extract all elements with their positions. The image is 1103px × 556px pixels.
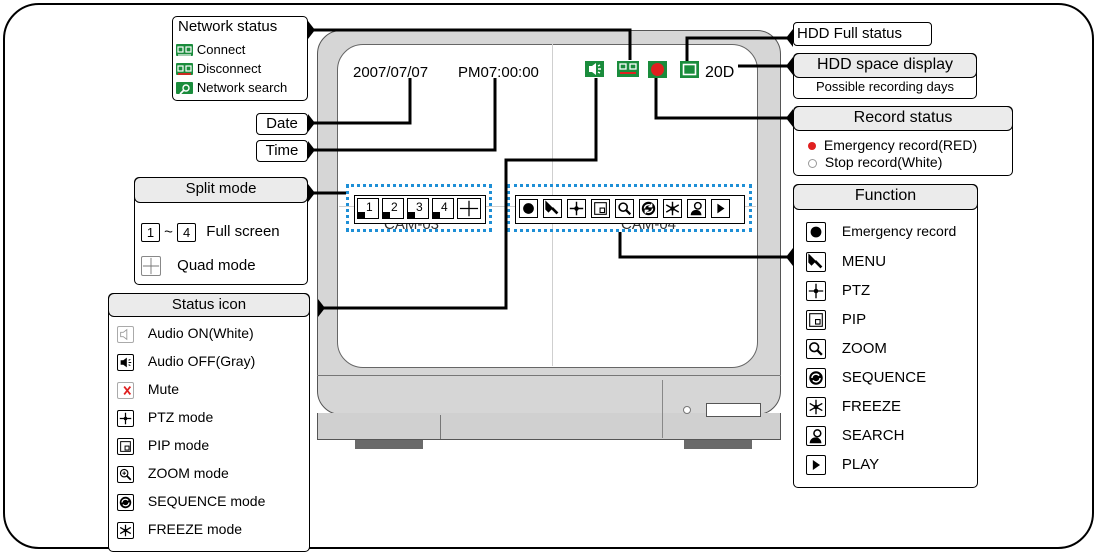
split-mode-quad-row: Quad mode [141, 256, 256, 276]
network-disconnect-icon [176, 63, 193, 75]
wrench-icon [806, 252, 826, 272]
audio-off-screen-icon [585, 61, 604, 77]
network-disconnect-screen-icon [617, 61, 639, 77]
split-button-3[interactable]: 3 [407, 198, 429, 219]
time-label: Time [256, 140, 308, 162]
function-row-pip: PIP [806, 310, 866, 330]
quad-split-button[interactable] [457, 198, 481, 219]
monitor-foot-right [684, 440, 752, 449]
ptz-function-icon [806, 281, 826, 301]
power-led [683, 406, 691, 414]
split-mode-title: Split mode [134, 177, 308, 203]
quad-mode-icon [141, 256, 161, 276]
split-button-2[interactable]: 2 [382, 198, 404, 219]
function-row-freeze: FREEZE [806, 397, 901, 417]
pip-icon [117, 438, 134, 455]
function-title: Function [793, 184, 978, 210]
audio-on-icon [117, 326, 134, 343]
date-label: Date [256, 113, 308, 135]
function-row-play: PLAY [806, 455, 879, 475]
search-button[interactable] [687, 199, 706, 218]
screen-time: PM07:00:00 [458, 64, 539, 81]
status-row-pip: PIP mode [117, 437, 209, 455]
sequence-mode-icon [117, 494, 134, 511]
record-stop-row: Stop record(White) [808, 154, 942, 170]
freeze-mode-icon [117, 522, 134, 539]
hdd-space-subtitle: Possible recording days [794, 79, 976, 94]
screen-date: 2007/07/07 [353, 64, 428, 81]
network-disconnect-row: Disconnect [176, 60, 261, 77]
status-row-audio-on: Audio ON(White) [117, 325, 254, 343]
record-status-panel: Record status Emergency record(RED) Stop… [793, 106, 1013, 176]
freeze-button[interactable] [663, 199, 682, 218]
status-row-audio-off: Audio OFF(Gray) [117, 353, 255, 371]
network-search-icon [176, 82, 193, 94]
red-dot-icon [808, 142, 816, 150]
split-mode-panel: Split mode 1 ~ 4 Full screen Quad mode [134, 177, 308, 285]
hdd-space-panel: HDD space display Possible recording day… [793, 53, 977, 99]
hdd-space-title: HDD space display [793, 53, 977, 78]
network-connect-icon [176, 44, 193, 56]
pip-button[interactable] [591, 199, 610, 218]
ptz-icon [117, 410, 134, 427]
emergency-record-icon [806, 222, 826, 242]
network-status-panel: Network status Connect Disconnect Networ… [172, 16, 308, 101]
monitor-foot-left [355, 440, 423, 449]
record-status-title: Record status [793, 106, 1013, 131]
status-icon-title: Status icon [108, 293, 310, 317]
sequence-button[interactable] [639, 199, 658, 218]
network-search-row: Network search [176, 79, 287, 96]
play-button[interactable] [711, 199, 730, 218]
play-icon [806, 455, 826, 475]
function-panel: Function Emergency record MENU PTZ PIP Z… [793, 184, 978, 488]
zoom-button[interactable] [615, 199, 634, 218]
magnifier-icon [806, 339, 826, 359]
status-row-mute: Mute [117, 381, 179, 399]
status-row-ptz: PTZ mode [117, 409, 213, 427]
person-search-icon [806, 426, 826, 446]
function-row-search: SEARCH [806, 426, 904, 446]
sequence-function-icon [806, 368, 826, 388]
status-row-sequence: SEQUENCE mode [117, 493, 265, 511]
network-status-title: Network status [178, 18, 277, 35]
function-row-ptz: PTZ [806, 281, 870, 301]
snowflake-icon [806, 397, 826, 417]
status-icon-panel: Status icon Audio ON(White) Audio OFF(Gr… [108, 293, 310, 552]
white-dot-icon [808, 159, 817, 168]
ptz-button[interactable] [567, 199, 586, 218]
hdd-full-status-label: HDD Full status [793, 22, 932, 46]
status-row-freeze: FREEZE mode [117, 521, 242, 539]
split-button-4[interactable]: 4 [432, 198, 454, 219]
menu-button[interactable] [543, 199, 562, 218]
hdd-days-value: 20D [705, 64, 734, 82]
zoom-mode-icon [117, 466, 134, 483]
disc-slot [706, 403, 761, 417]
network-connect-row: Connect [176, 41, 245, 58]
mute-icon [117, 382, 134, 399]
split-mode-full-row: 1 ~ 4 Full screen [141, 223, 280, 242]
status-row-zoom: ZOOM mode [117, 465, 229, 483]
record-status-screen-icon [648, 61, 667, 78]
pip-function-icon [806, 310, 826, 330]
function-row-sequence: SEQUENCE [806, 368, 926, 388]
emergency-record-button[interactable] [519, 199, 538, 218]
function-row-zoom: ZOOM [806, 339, 887, 359]
function-row-menu: MENU [806, 252, 886, 272]
audio-off-icon [117, 354, 134, 371]
hdd-full-screen-icon [680, 61, 699, 78]
split-button-1[interactable]: 1 [357, 198, 379, 219]
record-emergency-row: Emergency record(RED) [808, 137, 977, 153]
function-row-emergency: Emergency record [806, 222, 956, 242]
